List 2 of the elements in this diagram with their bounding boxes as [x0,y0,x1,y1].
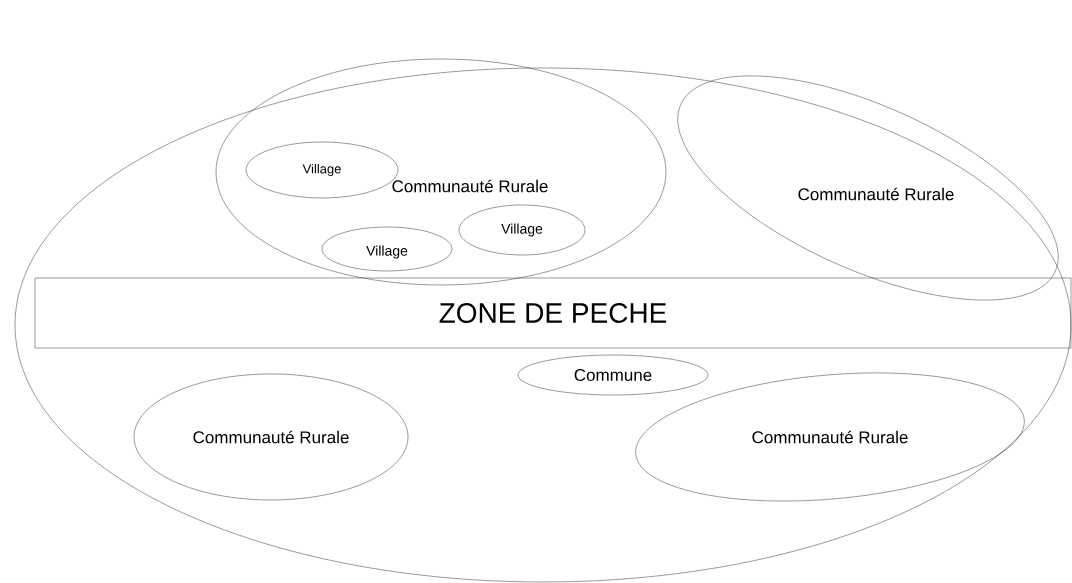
outer-ellipse [14,67,1072,583]
zone-band: ZONE DE PECHE [34,277,1072,349]
